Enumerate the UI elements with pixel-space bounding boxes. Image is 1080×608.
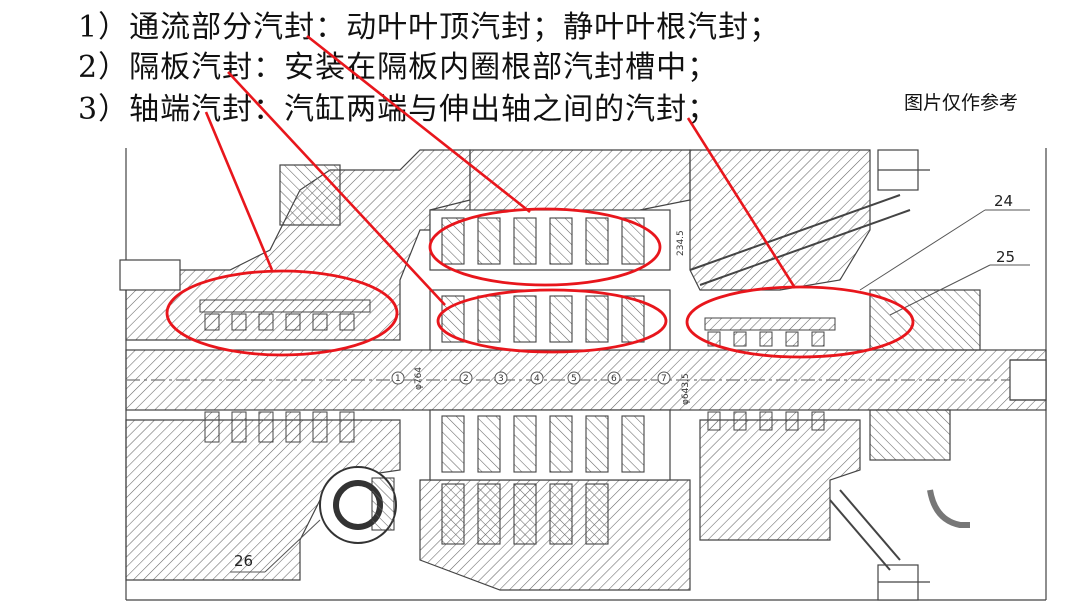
part-leaders [230, 209, 1030, 573]
highlight-shaft-seal-right [685, 285, 915, 359]
part-label-24: 24 [994, 192, 1013, 210]
dimension-left-diameter: φ764 [414, 367, 424, 390]
stage-number: 3 [498, 374, 504, 384]
part-label-26: 26 [234, 552, 253, 570]
drawing-lines [119, 148, 1047, 601]
stage-number-labels: 1 2 3 4 5 6 7 [395, 374, 667, 384]
dimension-height: 234.5 [676, 230, 686, 256]
item-number: 2） [78, 50, 130, 85]
stage-number: 5 [571, 374, 577, 384]
reference-note: 图片仅作参考 [904, 92, 1019, 114]
shaft-seal-teeth-left [199, 299, 371, 443]
item-text: 轴端汽封：汽缸两端与伸出轴之间的汽封； [129, 92, 719, 127]
leader-item-3b [686, 117, 797, 289]
dimension-right-diameter: φ643.5 [681, 373, 691, 405]
leader-item-2 [227, 71, 446, 306]
leader-item-1 [306, 34, 531, 214]
blade-stages [441, 217, 645, 545]
stage-number: 6 [611, 374, 617, 384]
highlight-leaders [204, 34, 797, 306]
seal-item-3: 3）轴端汽封：汽缸两端与伸出轴之间的汽封； [78, 84, 718, 128]
item-text: 通流部分汽封：动叶叶顶汽封；静叶叶根汽封； [129, 10, 781, 45]
lower-blades [441, 415, 645, 545]
highlight-blade-tip-seal [428, 207, 662, 287]
stage-number: 2 [463, 374, 469, 384]
seal-item-2: 2）隔板汽封：安装在隔板内圈根部汽封槽中； [78, 42, 718, 86]
item-text: 隔板汽封：安装在隔板内圈根部汽封槽中； [129, 50, 719, 85]
bearing-ring [319, 466, 397, 544]
item-number: 1） [78, 10, 130, 45]
stage-number: 4 [534, 374, 540, 384]
seal-item-1: 1）通流部分汽封：动叶叶顶汽封；静叶叶根汽封； [78, 2, 780, 46]
highlight-shaft-seal-left [165, 269, 399, 357]
shaft-seal-teeth-right [704, 317, 836, 431]
stage-markers [391, 371, 671, 385]
part-label-25: 25 [996, 248, 1015, 266]
upper-blades [441, 217, 645, 343]
highlight-diaphragm-seal [436, 288, 668, 354]
stage-number: 1 [395, 374, 401, 384]
stage-number: 7 [661, 374, 667, 384]
item-number: 3） [78, 92, 130, 127]
highlight-annotations [165, 207, 915, 359]
leader-item-3a [204, 111, 274, 271]
